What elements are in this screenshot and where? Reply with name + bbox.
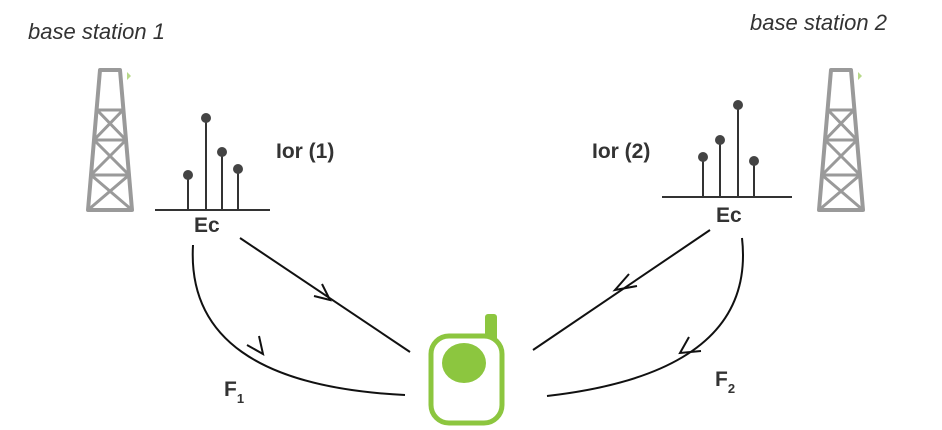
tower-icon [817, 68, 865, 212]
station-2-spectrum [662, 100, 792, 198]
arrowhead [678, 336, 702, 355]
fading-label-2: F2 [715, 368, 735, 396]
signal-paths [191, 229, 744, 397]
fading-letter: F [715, 368, 728, 391]
direct-path-1 [239, 237, 411, 353]
fading-subscript: 2 [728, 381, 735, 396]
fading-subscript: 1 [237, 391, 244, 406]
direct-path-2 [532, 229, 711, 351]
tower-icon [86, 68, 134, 212]
station-2-ior-label: Ior (2) [592, 140, 650, 163]
station-1-title: base station 1 [28, 19, 165, 44]
station-2-ec-label: Ec [716, 204, 742, 227]
station-1-ior-label: Ior (1) [276, 140, 334, 163]
arrowhead [313, 283, 332, 302]
fading-letter: F [224, 378, 237, 401]
fading-label-1: F1 [224, 378, 244, 406]
arrowhead [246, 335, 265, 356]
station-2-title: base station 2 [750, 10, 887, 35]
station-1-ec-label: Ec [194, 214, 220, 237]
station-1-spectrum [155, 113, 270, 211]
mobile-phone-icon [428, 314, 505, 426]
fading-path-1 [191, 244, 406, 396]
arrowhead [612, 273, 638, 292]
fading-path-2 [546, 237, 744, 397]
